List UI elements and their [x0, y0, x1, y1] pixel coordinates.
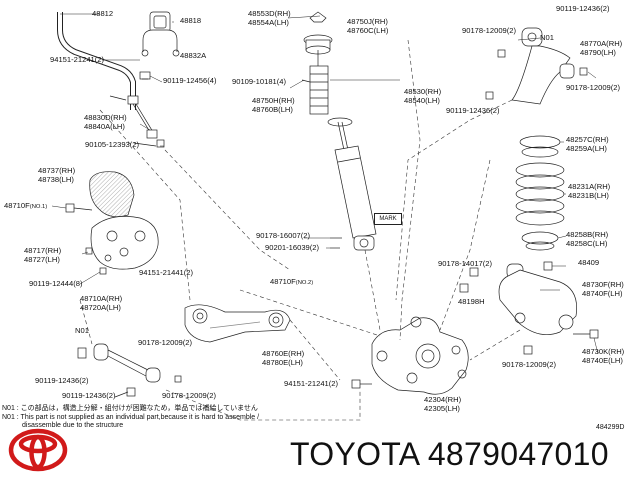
callout-48717: 48717(RH)48727(LH) — [24, 246, 62, 264]
callout-48530: 48530(RH)48540(LH) — [404, 87, 442, 105]
callout-48258b: 48258B(RH)48258C(LH) — [566, 230, 609, 248]
callout-48750j: 48750J(RH)48760C(LH) — [347, 17, 389, 35]
callout-48818: 48818 — [180, 16, 202, 25]
callout-90201-16039: 90201-16039(2) — [265, 243, 320, 252]
callout-48770a: 48770A(RH)48790(LH) — [580, 39, 623, 57]
upper-control-arm — [485, 27, 588, 105]
callout-48760e: 48760E(RH)48780E(LH) — [262, 349, 305, 367]
leader-lines — [51, 13, 599, 355]
callout-48750h: 48750H(RH)48760B(LH) — [252, 96, 295, 114]
callout-48231a: 48231A(RH)48231B(LH) — [568, 182, 611, 200]
coil-spring — [515, 135, 565, 251]
stabilizer-bar — [57, 11, 180, 110]
callout-48710f-no2: 48710F(NO.2) — [270, 277, 314, 286]
callout-90178-14017: 90178-14017(2) — [438, 259, 493, 268]
callout-48257c: 48257C(RH)48259A(LH) — [566, 135, 609, 153]
shock-absorber — [303, 11, 377, 251]
callout-48730f: 48730F(RH)48740F(LH) — [582, 280, 624, 298]
callout-90178-12009-bottom: 90178-12009(2) — [162, 391, 217, 400]
callout-90178-12009-top-right: 90178-12009(2) — [462, 26, 517, 35]
callout-90119-12436-right: 90119-12436(2) — [446, 106, 500, 115]
callout-90105-12393: 90105-12393(2) — [85, 140, 140, 149]
callout-n01-right: N01 — [540, 33, 554, 42]
stabilizer-link — [127, 95, 165, 148]
callout-48710f-no1: 48710F(NO.1) — [4, 201, 48, 210]
callout-90109-10181: 90109-10181(4) — [232, 77, 287, 86]
callout-90178-12009-left: 90178-12009(2) — [138, 338, 193, 347]
callout-94151-21241-bottom: 94151-21241(2) — [284, 379, 339, 388]
callout-48198h: 48198H — [458, 297, 485, 306]
callout-48737: 48737(RH)48738(LH) — [38, 166, 76, 184]
rear-axle-carrier — [371, 316, 469, 395]
lower-arm-assembly — [77, 343, 182, 398]
callout-48409: 48409 — [578, 258, 600, 267]
callout-48830d: 48830D(RH)48840A(LH) — [84, 113, 127, 131]
callout-90178-12009-right: 90178-12009(2) — [566, 83, 621, 92]
callout-94151-21441: 94151-21441(2) — [139, 268, 194, 277]
exploded-view-drawing — [51, 11, 599, 421]
rear-control-arm — [184, 304, 291, 343]
callout-90119-12456: 90119-12456(4) — [163, 76, 217, 85]
callout-90119-12436-top-right: 90119-12436(2) — [556, 4, 610, 13]
toe-control-arm — [459, 261, 599, 355]
dashed-guides — [79, 39, 521, 421]
callout-48710a: 48710A(RH)48720A(LH) — [80, 294, 123, 312]
callout-n01-left: N01 — [75, 326, 89, 335]
footnote-english-line1: N01 : This part is not supplied as an in… — [2, 414, 260, 421]
callout-48730k: 48730K(RH)48740E(LH) — [582, 347, 625, 365]
callout-42304: 42304(RH)42305(LH) — [424, 395, 462, 413]
mark-label: MARK — [374, 213, 402, 225]
callout-48832a: 48832A — [180, 51, 207, 60]
diagram-code: 484299D — [596, 424, 625, 431]
callout-90119-12436-bottom: 90119-12436(2) — [62, 391, 116, 400]
part-number-title: TOYOTA 4879047010 — [290, 436, 609, 472]
callout-90178-16007: 90178-16007(2) — [256, 231, 311, 240]
callout-90119-12436-left: 90119-12436(2) — [35, 376, 89, 385]
callout-48812: 48812 — [92, 9, 114, 18]
callout-48553d: 48553D(RH)48554A(LH) — [248, 9, 291, 27]
callout-90178-12009-bottom-right: 90178-12009(2) — [502, 360, 557, 369]
footnote-japanese: N01 : この部品は，構造上分解・組付けが困難なため，単品では補給していません — [2, 405, 258, 412]
callout-90119-12444: 90119-12444(8) — [29, 279, 83, 288]
lower-arm-bracket — [65, 171, 159, 275]
callout-94151-21241: 94151-21241(2) — [50, 55, 105, 64]
footnote-english-line2: disassemble due to the structure — [22, 422, 124, 429]
toyota-logo — [8, 428, 68, 472]
